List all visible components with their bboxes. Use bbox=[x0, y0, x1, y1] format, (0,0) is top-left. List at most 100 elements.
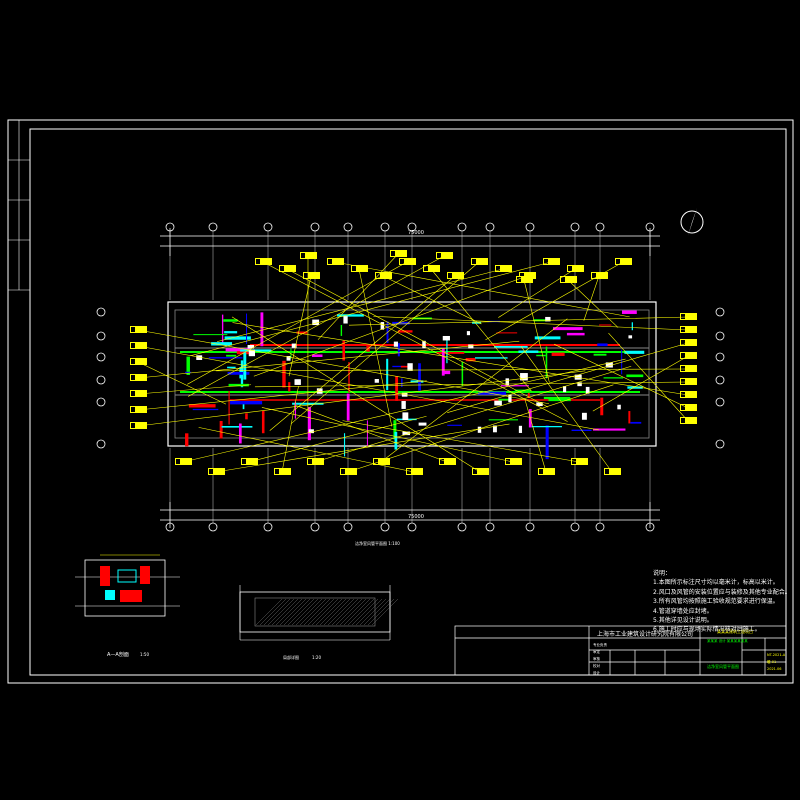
tag-mark bbox=[506, 459, 510, 464]
diffuser bbox=[407, 363, 413, 371]
axis-bubble bbox=[457, 222, 467, 232]
note-item: 6.施工时应与现场实际情况核对后施工。 bbox=[653, 626, 761, 634]
hatch-line bbox=[287, 598, 315, 626]
project-name: 某某某建筑工程项目 bbox=[717, 628, 753, 634]
leader-line bbox=[317, 253, 399, 340]
axis-bubble bbox=[595, 222, 605, 232]
diffuser bbox=[628, 335, 633, 339]
diffuser bbox=[442, 335, 450, 341]
diffuser bbox=[312, 319, 320, 326]
leader-line bbox=[231, 316, 481, 473]
tag-mark bbox=[616, 259, 620, 264]
equipment-tag bbox=[436, 252, 453, 259]
tag-mark bbox=[131, 407, 135, 412]
tag-mark bbox=[520, 273, 524, 278]
axis-bubble bbox=[715, 352, 725, 362]
axis-bubble bbox=[525, 522, 535, 532]
tag-mark bbox=[472, 259, 476, 264]
equipment-tag bbox=[538, 468, 555, 475]
tag-mark bbox=[391, 251, 395, 256]
axis-bubble bbox=[407, 522, 417, 532]
equipment-tag bbox=[340, 468, 357, 475]
tag-mark bbox=[301, 253, 305, 258]
leader-line bbox=[314, 365, 632, 463]
axis-bubble bbox=[570, 522, 580, 532]
equipment-tag bbox=[406, 468, 423, 475]
leader-line bbox=[137, 361, 227, 405]
equipment-tag bbox=[130, 406, 147, 413]
tag-mark bbox=[681, 314, 685, 319]
axis-bubble bbox=[96, 331, 106, 341]
equipment-tag bbox=[472, 468, 489, 475]
axis-bubble bbox=[715, 331, 725, 341]
tag-mark bbox=[561, 277, 565, 282]
equipment-tag bbox=[300, 252, 317, 259]
leader-line bbox=[382, 275, 482, 325]
leader-line bbox=[137, 384, 252, 395]
leader-line bbox=[215, 423, 510, 473]
duct-network bbox=[180, 310, 645, 460]
leader-line bbox=[232, 322, 689, 396]
grid-axis-bubbles bbox=[96, 222, 725, 532]
equipment-tag bbox=[130, 422, 147, 429]
equipment-tag bbox=[130, 342, 147, 349]
leader-lines bbox=[137, 253, 689, 473]
equipment-tag bbox=[615, 258, 632, 265]
tag-mark bbox=[328, 259, 332, 264]
axis-bubble bbox=[263, 522, 273, 532]
tag-mark bbox=[424, 266, 428, 271]
axis-bubble bbox=[380, 522, 390, 532]
hatch-line bbox=[271, 598, 299, 626]
tag-mark bbox=[448, 273, 452, 278]
hatch-line bbox=[315, 598, 343, 626]
diffuser bbox=[308, 429, 314, 434]
equipment-tag bbox=[571, 458, 588, 465]
equipment-tag bbox=[327, 258, 344, 265]
tag-mark bbox=[681, 405, 685, 410]
tag-mark bbox=[681, 340, 685, 345]
diffuser bbox=[422, 340, 426, 349]
equipment-tag bbox=[495, 265, 512, 272]
tag-mark bbox=[437, 253, 441, 258]
title-block-label: 专业负责 bbox=[593, 642, 607, 647]
diffuser bbox=[520, 373, 528, 381]
tag-mark bbox=[256, 259, 260, 264]
leader-line bbox=[567, 279, 619, 328]
hatch-line bbox=[311, 598, 339, 626]
equipment-tag bbox=[505, 458, 522, 465]
equipment-tag bbox=[255, 258, 272, 265]
note-item: 5.其他详见设计说明。 bbox=[653, 617, 713, 625]
axis-bubble bbox=[715, 397, 725, 407]
equipment-tag bbox=[680, 378, 697, 385]
axis-bubble bbox=[310, 222, 320, 232]
equipment-tags bbox=[130, 250, 697, 475]
axis-bubble bbox=[485, 522, 495, 532]
leader-line bbox=[182, 358, 626, 463]
equipment-tag bbox=[303, 272, 320, 279]
tag-mark bbox=[407, 469, 411, 474]
hatch-line bbox=[323, 598, 351, 626]
title-block bbox=[454, 625, 787, 676]
leader-line bbox=[254, 381, 689, 388]
leader-line bbox=[288, 275, 312, 377]
diffuser bbox=[466, 331, 471, 336]
diffuser bbox=[343, 316, 348, 324]
leader-line bbox=[261, 407, 514, 463]
equipment-tag bbox=[423, 265, 440, 272]
diffuser bbox=[518, 425, 523, 433]
equipment-tag bbox=[519, 272, 536, 279]
leader-line bbox=[137, 340, 520, 379]
leader-line bbox=[373, 316, 689, 331]
leader-line bbox=[198, 427, 415, 473]
diffuser bbox=[563, 386, 567, 393]
tag-mark bbox=[341, 469, 345, 474]
diffuser bbox=[247, 344, 255, 349]
dimension-lines bbox=[160, 228, 660, 528]
diffuser bbox=[316, 388, 323, 394]
outer-frame bbox=[7, 119, 794, 684]
hatch-line bbox=[279, 598, 307, 626]
leader-line bbox=[498, 268, 576, 318]
equipment-tag bbox=[175, 458, 192, 465]
diffuser bbox=[605, 362, 613, 368]
hatch-line bbox=[307, 598, 335, 626]
